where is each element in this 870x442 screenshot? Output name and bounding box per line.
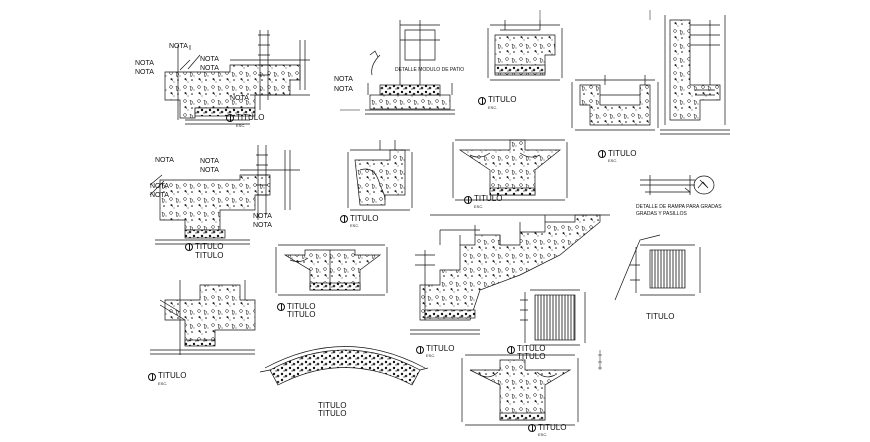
detail-title: TITULO (538, 423, 567, 432)
note-label: NOTA (200, 158, 219, 165)
detail-title: TITULO (608, 149, 637, 158)
note-label: NOTA (169, 43, 188, 50)
detail-marker-icon (226, 114, 234, 122)
detail-title: TITULO (488, 95, 517, 104)
detail-marker-icon (598, 150, 606, 158)
detail-title: TITULO (195, 251, 224, 260)
detail-10 (275, 244, 388, 296)
detail-6 (149, 145, 300, 245)
detail-marker-icon (340, 215, 348, 223)
note-label: NOTA (200, 65, 219, 72)
detail-scale: ESC. (426, 353, 436, 358)
detail-marker-icon (528, 424, 536, 432)
detail-title: TITULO (287, 302, 316, 311)
detail-title: TITULO (236, 113, 265, 122)
detail-title: TITULO (195, 242, 224, 251)
detail-scale: ESC. (538, 432, 548, 437)
detail-scale: ESC. (350, 223, 360, 228)
detail-marker-icon (507, 346, 515, 354)
detail-2 (365, 20, 455, 115)
note-label: NOTA (200, 167, 219, 174)
detail-marker-icon (478, 97, 486, 105)
note-label: NOTA (135, 69, 154, 76)
detail-marker-icon (148, 373, 156, 381)
detail-9 (640, 175, 715, 195)
detail-title: TITULO (426, 344, 455, 353)
note-label: NOTA (150, 192, 169, 199)
detail-title: TITULO (350, 214, 379, 223)
detail-1 (164, 30, 310, 125)
detail-marker-icon (464, 196, 472, 204)
note-label: NOTA (334, 86, 353, 93)
detail-5 (571, 75, 659, 131)
detail-4 (660, 15, 730, 135)
detail-scale: ESC. (608, 158, 618, 163)
detail-caption: GRADAS Y PASILLOS (636, 211, 687, 217)
detail-title: TITULO (158, 371, 187, 380)
detail-scale: ESC. (474, 204, 484, 209)
detail-marker-icon (277, 303, 285, 311)
detail-3 (487, 20, 563, 81)
note-label: NOTA (230, 95, 249, 102)
note-label: NOTA (150, 183, 169, 190)
detail-15-arch (259, 346, 429, 386)
detail-title: TITULO (318, 401, 347, 410)
detail-8 (452, 139, 568, 201)
detail-scale: ESC. (158, 381, 168, 386)
detail-title: TITULO (318, 409, 347, 418)
detail-11-stair (410, 214, 610, 335)
detail-7 (347, 140, 413, 211)
detail-14 (150, 280, 256, 355)
detail-12 (614, 234, 701, 301)
detail-title: TITULO (287, 310, 316, 319)
detail-marker-icon (416, 346, 424, 354)
detail-title: TITULO (517, 344, 546, 353)
note-label: NOTA (253, 222, 272, 229)
detail-scale: ESC. (236, 123, 246, 128)
detail-caption: DETALLE DE RAMPA PARA GRADAS (636, 204, 722, 210)
detail-title: TITULO (517, 352, 546, 361)
detail-title: TITULO (646, 312, 675, 321)
detail-16 (461, 354, 579, 426)
detail-13 (520, 289, 586, 346)
note-label: NOTA (253, 213, 272, 220)
note-label: NOTA (334, 76, 353, 83)
note-label: NOTA (200, 56, 219, 63)
detail-scale: ESC. (488, 105, 498, 110)
detail-marker-icon (185, 243, 193, 251)
detail-caption: DETALLE MODULO DE PATIO (395, 67, 465, 73)
note-label: NOTA (135, 60, 154, 67)
detail-title: TITULO (474, 194, 503, 203)
note-label: NOTA (155, 157, 174, 164)
